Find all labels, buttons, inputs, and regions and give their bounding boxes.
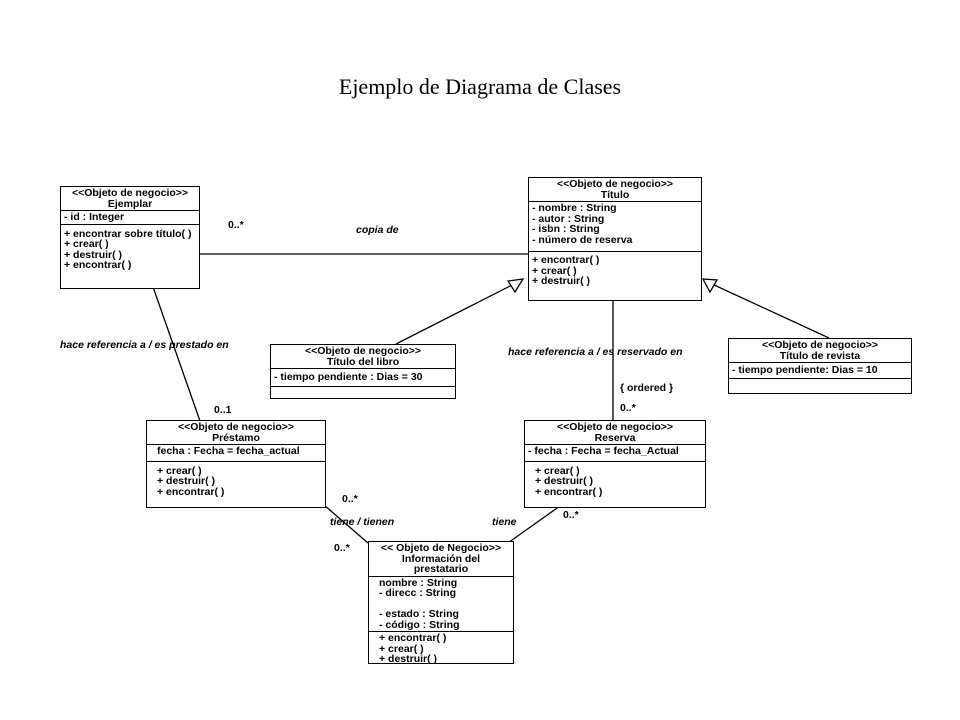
operation: + encontrar( )	[157, 485, 225, 498]
label-tiene: tiene	[492, 516, 517, 528]
class-titulo-libro[interactable]: <<Objeto de negocio>> Título del libro -…	[270, 344, 456, 399]
label-reservado-en: hace referencia a / es reservado en	[508, 346, 683, 358]
generalization-arrowhead-revista	[701, 278, 719, 294]
multiplicity-reserva-info: 0..*	[563, 509, 579, 521]
attribute: - id : Integer	[64, 211, 125, 223]
multiplicity-ejemplar-titulo: 0..*	[228, 219, 244, 231]
operation: + crear( )	[532, 264, 577, 277]
class-name: Préstamo	[212, 431, 260, 444]
attribute: - isbn : String	[532, 223, 600, 235]
operation: + encontrar( )	[535, 485, 603, 498]
multiplicity-prestamo-top: 0..1	[214, 404, 232, 416]
attribute: - estado : String	[379, 608, 459, 620]
association-reserva-info	[504, 505, 561, 546]
operation: + destruir( )	[379, 653, 438, 665]
class-informacion-prestatario[interactable]: << Objeto de Negocio>> Información del p…	[368, 541, 514, 664]
attribute: - autor : String	[532, 212, 605, 225]
attribute: - fecha : Fecha = fecha_Actual	[528, 445, 679, 457]
operation: + destruir( )	[157, 475, 216, 487]
class-titulo-revista[interactable]: <<Objeto de negocio>> Título de revista …	[728, 338, 912, 394]
stereotype-label: <<Objeto de negocio>>	[556, 421, 674, 433]
class-name: Título	[600, 188, 630, 201]
class-reserva[interactable]: <<Objeto de negocio>> Reserva - fecha : …	[524, 420, 706, 508]
attribute: - tiempo pendiente: Dias = 10	[732, 364, 878, 376]
page-title: Ejemplo de Diagrama de Clases	[338, 74, 622, 99]
operation: + encontrar sobre título( )	[64, 227, 192, 240]
operation: + destruir( )	[532, 275, 591, 287]
operation: + destruir( )	[64, 248, 123, 261]
attribute: - nombre : String	[532, 202, 617, 214]
attribute: - código : String	[379, 618, 460, 631]
operation: + crear( )	[379, 642, 424, 655]
stereotype-label: <<Objeto de negocio>>	[556, 178, 674, 190]
attribute: - direcc : String	[379, 587, 457, 599]
operation: + encontrar( )	[532, 254, 600, 266]
operation: + encontrar( )	[64, 259, 132, 271]
attributes-section: - tiempo pendiente : Dias = 30	[271, 369, 455, 387]
label-prestado-en: hace referencia a / es prestado en	[60, 339, 229, 351]
class-header: <<Objeto de negocio>> Ejemplar	[61, 187, 199, 211]
attribute: nombre : String	[379, 576, 458, 589]
class-name: Reserva	[594, 431, 636, 444]
operations-section: + encontrar( ) + crear( ) + destruir( )	[369, 632, 513, 666]
association-prestado-en	[151, 283, 201, 422]
operation: + crear( )	[64, 238, 109, 250]
class-name: Título de revista	[779, 349, 861, 362]
generalization-libro	[395, 283, 515, 345]
operation: + destruir( )	[535, 475, 594, 487]
operations-section	[729, 379, 911, 393]
operation: + crear( )	[535, 464, 580, 477]
class-ejemplar[interactable]: <<Objeto de negocio>> Ejemplar - id : In…	[60, 186, 200, 289]
attribute: - tiempo pendiente : Dias = 30	[274, 371, 423, 383]
stereotype-label: <<Objeto de negocio>>	[71, 187, 189, 199]
class-header: << Objeto de Negocio>> Información del p…	[369, 542, 513, 577]
label-copia-de: copia de	[356, 224, 399, 236]
stereotype-label: <<Objeto de negocio>>	[177, 421, 295, 433]
operation: + encontrar( )	[379, 632, 447, 644]
operations-section: + encontrar sobre título( ) + crear( ) +…	[61, 225, 199, 272]
attributes-section: fecha : Fecha = fecha_actual	[147, 445, 325, 462]
class-name: Título del libro	[326, 355, 400, 368]
generalization-revista	[711, 283, 830, 339]
class-header: <<Objeto de negocio>> Título de revista	[729, 339, 911, 363]
class-name: prestatario	[413, 563, 469, 575]
class-prestamo[interactable]: <<Objeto de negocio>> Préstamo fecha : F…	[146, 420, 326, 508]
stereotype-label: <<Objeto de negocio>>	[304, 345, 422, 357]
operations-section	[271, 387, 455, 401]
attributes-section: nombre : String - direcc : String - esta…	[369, 576, 513, 632]
class-name: Información del	[401, 552, 481, 565]
class-name: Ejemplar	[107, 197, 153, 210]
class-titulo[interactable]: <<Objeto de negocio>> Título - nombre : …	[528, 177, 702, 301]
attributes-section: - tiempo pendiente: Dias = 10	[729, 363, 911, 379]
attribute: fecha : Fecha = fecha_actual	[157, 445, 300, 457]
class-header: <<Objeto de negocio>> Título	[529, 178, 701, 202]
association-prestamo-info	[323, 504, 369, 544]
label-ordered: { ordered }	[620, 382, 674, 394]
class-header: <<Objeto de negocio>> Préstamo	[147, 421, 325, 445]
multiplicity-info-left: 0..*	[334, 542, 350, 554]
attributes-section: - nombre : String - autor : String - isb…	[529, 202, 701, 252]
stereotype-label: << Objeto de Negocio>>	[380, 542, 502, 554]
stereotype-label: <<Objeto de negocio>>	[761, 339, 879, 351]
multiplicity-prestamo-info: 0..*	[342, 493, 358, 505]
operation: + crear( )	[157, 464, 202, 477]
class-header: <<Objeto de negocio>> Reserva	[525, 421, 705, 445]
class-header: <<Objeto de negocio>> Título del libro	[271, 345, 455, 369]
generalization-arrowhead-libro	[506, 278, 525, 294]
attribute: - número de reserva	[532, 233, 633, 246]
attributes-section: - id : Integer	[61, 211, 199, 225]
label-tiene-tienen: tiene / tienen	[330, 516, 395, 528]
multiplicity-reserva-top: 0..*	[620, 402, 636, 414]
operations-section: + crear( ) + destruir( ) + encontrar( )	[147, 462, 325, 499]
operations-section: + crear( ) + destruir( ) + encontrar( )	[525, 462, 705, 499]
attributes-section: - fecha : Fecha = fecha_Actual	[525, 445, 705, 462]
operations-section: + encontrar( ) + crear( ) + destruir( )	[529, 252, 701, 288]
